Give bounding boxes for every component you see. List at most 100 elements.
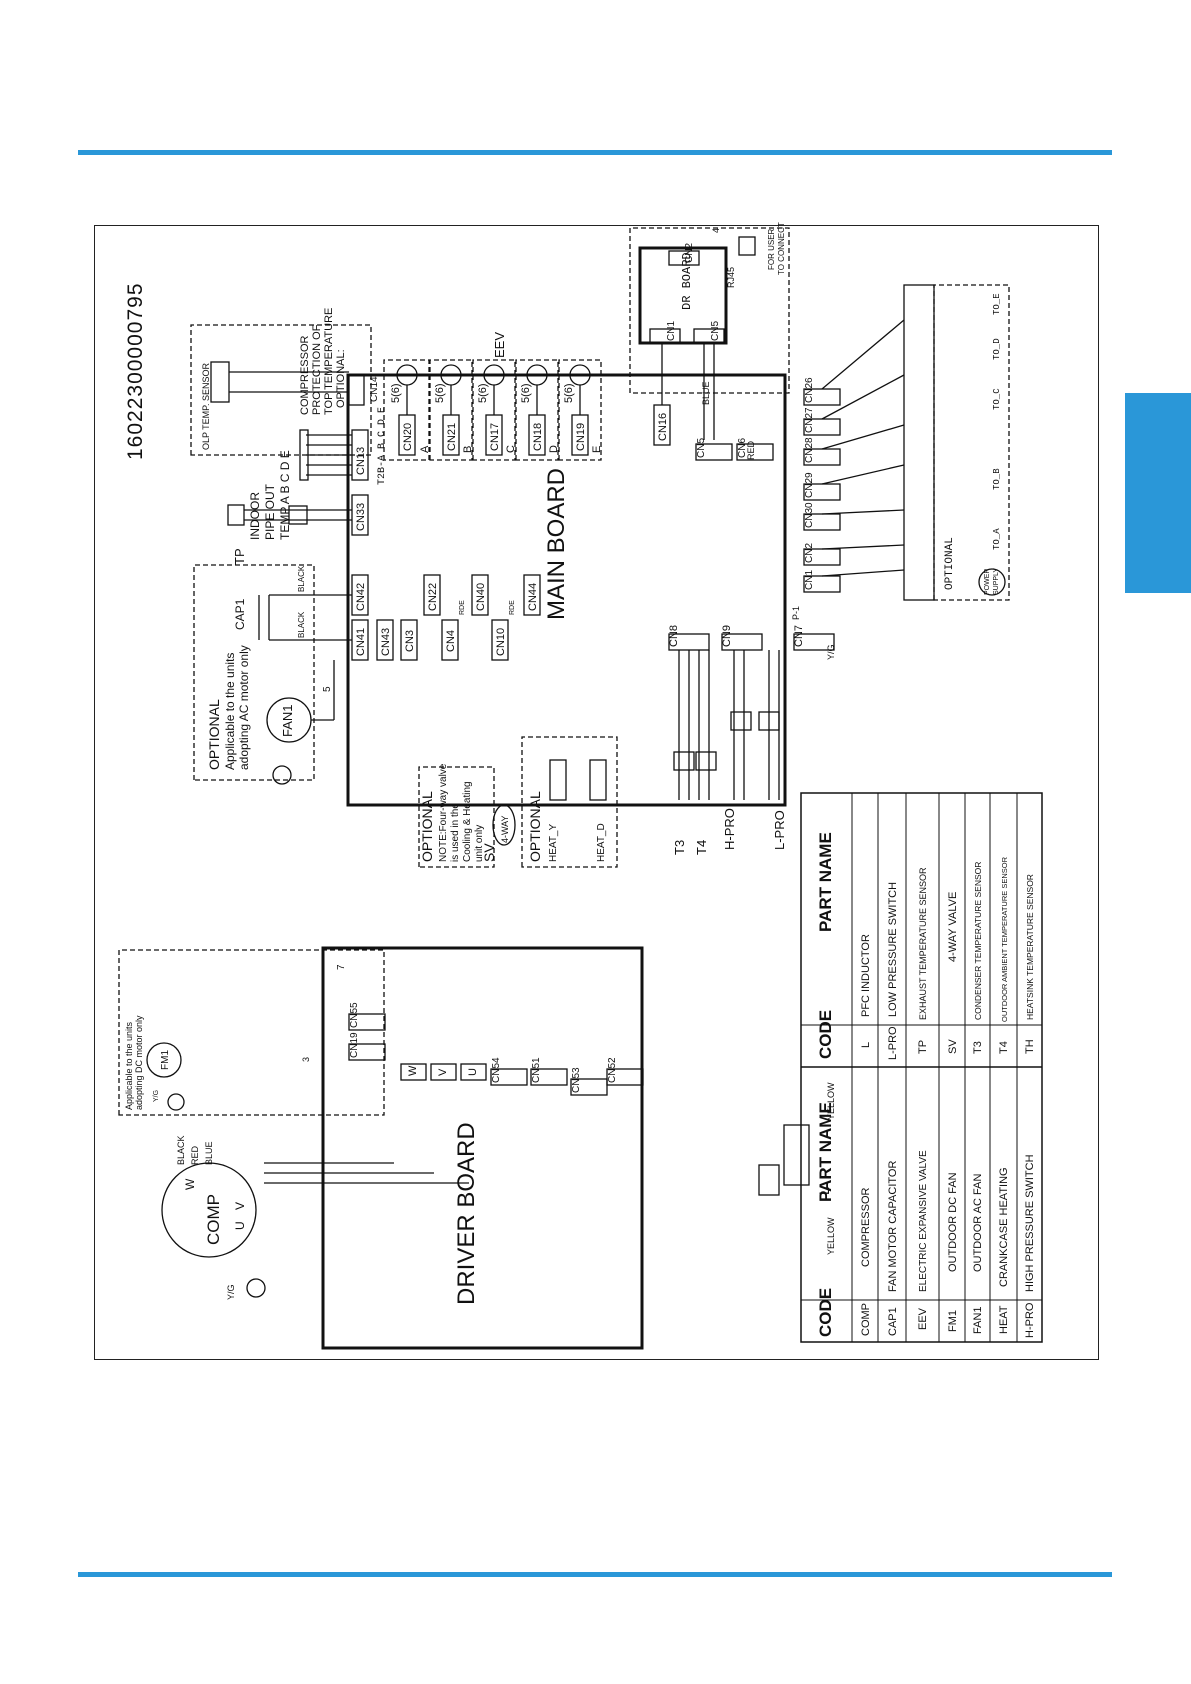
fm1-ground-icon <box>167 1093 185 1111</box>
cn54 <box>490 1068 528 1086</box>
sv-note-4: unit only <box>474 825 485 862</box>
cn22 <box>423 574 441 616</box>
cn53-label: CN53 <box>571 1067 582 1093</box>
dr-cn2 <box>668 250 700 266</box>
cn17-label: CN17 <box>489 423 501 451</box>
t2b-label: T2B-A B C D E <box>377 407 388 485</box>
cn6-label: CN6 <box>737 438 748 458</box>
wire-rde-1: RDE <box>459 600 466 615</box>
cn54-label: CN54 <box>491 1057 502 1083</box>
legend-right-part-6: HEATSINK TEMPERATURE SENSOR <box>1025 874 1035 1020</box>
comp-wire-black: BLACK <box>176 1135 186 1165</box>
heat-zone <box>521 736 618 868</box>
dr-board <box>638 246 728 345</box>
cn51 <box>530 1068 568 1086</box>
fm1-label: FM1 <box>160 1050 171 1070</box>
cn43 <box>376 619 394 661</box>
legend-right-part-3: 4-WAY VALVE <box>947 892 959 962</box>
bottom-rule <box>78 1572 1112 1577</box>
eev-zone <box>383 359 430 461</box>
legend-right-part-2: EXHAUST TEMPERATURE SENSOR <box>918 867 928 1020</box>
comp-wire-red: RED <box>190 1145 200 1165</box>
top-rule <box>78 150 1112 155</box>
olp-optional: OPTIONAL: <box>335 349 347 408</box>
eev-group <box>383 359 602 461</box>
pipe-out-label: PIPE OUT <box>263 483 277 540</box>
code-number: 16022300000795 <box>124 282 147 460</box>
cn33 <box>351 494 369 536</box>
inductor-yellow-1: YELLOW <box>826 1082 836 1120</box>
optional-terminal-zone <box>933 284 1010 601</box>
header-part-right: PART NAME <box>816 832 835 932</box>
cn52 <box>606 1068 644 1086</box>
cn27-label: CN27 <box>804 407 815 433</box>
tp-connector <box>288 505 308 525</box>
cn19-main-label: CN19 <box>575 423 587 451</box>
driver-board-label: DRIVER BOARD <box>453 1122 480 1305</box>
olp-line1: TOP TEMPERATURE <box>323 308 335 415</box>
heat-y-coil-icon <box>549 759 567 801</box>
wire-red-main: RED <box>746 440 756 460</box>
cn19-driver-label: CN19 <box>349 1032 360 1058</box>
cn5 <box>695 443 733 461</box>
legend-left-part-3: OUTDOOR DC FAN <box>947 1172 959 1272</box>
legend-left-part-2: ELECTRIC EXPANSIVE VALVE <box>918 1150 929 1292</box>
olp-line3: COMPRESSOR <box>299 335 311 415</box>
cn55-label: CN55 <box>349 1002 360 1028</box>
legend-right-code-5: T4 <box>998 1041 1010 1054</box>
cn28-label: CN28 <box>804 437 815 463</box>
diagram-frame <box>94 225 1099 1360</box>
wire-count-c: 5(6) <box>477 383 489 403</box>
dr-cn5-label: CN5 <box>710 321 721 341</box>
legend-left-code-4: FAN1 <box>972 1306 984 1334</box>
cn22-label: CN22 <box>427 583 439 611</box>
legend-left-part-1: FAN MOTOR CAPACITOR <box>887 1161 899 1292</box>
cn2-label: CN2 <box>804 543 815 563</box>
fan1-ground-icon <box>272 765 292 785</box>
eev-zone <box>515 359 559 461</box>
tp-label: TP <box>232 548 247 565</box>
phase-w-term-label: W <box>407 1065 419 1076</box>
fm1-yg-label: Y/G <box>153 1090 160 1102</box>
fan-note-3: adopting AC motor only <box>237 645 251 770</box>
cn3 <box>400 619 418 661</box>
legend-right-code-3: SV <box>947 1039 959 1054</box>
diagram-rotated: MAIN BOARD DRIVER BOARD DR BOARD 1602230… <box>118 222 1010 1350</box>
lpro-label: L-PRO <box>772 810 787 850</box>
sv-note-3: Cooling & Heating <box>462 781 473 862</box>
indoor-wires <box>299 429 352 481</box>
eev-label: EEV <box>492 332 507 358</box>
letter-c: C <box>505 445 517 453</box>
cn6 <box>736 443 774 461</box>
wire-count-7a: 7 <box>336 964 347 970</box>
phase-u-label: U <box>233 1221 247 1230</box>
eev-zone <box>558 359 602 461</box>
rj45-label: RJ45 <box>726 267 736 288</box>
temp-abcde-label: TEMP A B C D E <box>278 450 292 540</box>
legend-right-part-4: CONDENSER TEMPERATURE SENSOR <box>973 862 983 1020</box>
optional-terminal-label: OPTIONAL <box>944 537 956 590</box>
inductor-yellow-2: YELLOW <box>826 1217 836 1255</box>
dr-board-zone <box>629 227 790 394</box>
phase-w-terminal <box>400 1063 427 1081</box>
phase-v-term-label: V <box>437 1068 449 1076</box>
eev-zone <box>472 359 516 461</box>
power-supply-1: POWER <box>984 569 991 595</box>
cn30-label: CN30 <box>804 502 815 528</box>
power-supply-2: SUPPLY <box>993 568 1000 595</box>
legend-left-code-5: HEAT <box>998 1305 1010 1334</box>
cn4 <box>441 619 459 661</box>
inductor-connector <box>758 1164 780 1196</box>
cap1-label: CAP1 <box>233 598 247 630</box>
letter-b: B <box>462 446 474 453</box>
legend-left-code-0: COMP <box>860 1303 872 1336</box>
fan1-label: FAN1 <box>280 704 295 737</box>
four-way-valve-icon <box>492 804 516 846</box>
comp-label: COMP <box>204 1194 223 1245</box>
legend-right-code-1: L-PRO <box>887 1026 899 1060</box>
cn14 <box>348 374 365 406</box>
cn16-label: CN16 <box>657 413 669 441</box>
legend-left-part-5: CRANKCASE HEATING <box>998 1167 1010 1287</box>
rj45-port-icon <box>738 236 756 256</box>
legend-right-code-0: L <box>860 1042 872 1048</box>
